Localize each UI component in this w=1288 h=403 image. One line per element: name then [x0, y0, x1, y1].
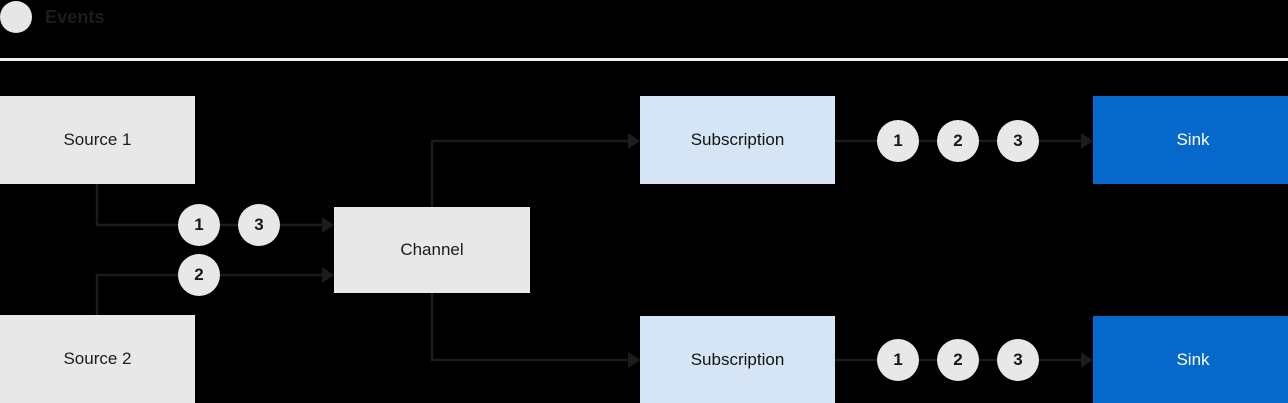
node-sink-1-label: Sink [1176, 130, 1210, 149]
legend: Events [0, 0, 400, 34]
header-divider [0, 58, 1288, 61]
event-token[interactable]: 2 [178, 254, 220, 296]
node-source-2[interactable]: Source 2 [0, 315, 195, 403]
event-token[interactable]: 1 [877, 120, 919, 162]
event-token[interactable]: 3 [997, 339, 1039, 381]
node-sink-1[interactable]: Sink [1093, 96, 1288, 184]
event-token[interactable]: 1 [178, 204, 220, 246]
arrowhead-source1-channel [322, 217, 334, 233]
node-subscription-1[interactable]: Subscription [640, 96, 835, 184]
node-source-1[interactable]: Source 1 [0, 96, 195, 184]
arrowhead-source2-channel [322, 267, 334, 283]
arrowhead-channel-subscription1 [628, 133, 640, 149]
node-source-2-label: Source 2 [63, 349, 132, 368]
event-dot-icon [0, 1, 32, 33]
event-token[interactable]: 3 [238, 204, 280, 246]
node-subscription-2-label: Subscription [690, 349, 785, 369]
node-channel[interactable]: Channel [334, 207, 530, 293]
arrowhead-subscription1-sink1 [1081, 133, 1093, 149]
arrowhead-channel-subscription2 [628, 352, 640, 368]
node-source-1-label: Source 1 [63, 130, 132, 149]
event-token[interactable]: 1 [877, 339, 919, 381]
node-subscription-2[interactable]: Subscription [640, 316, 835, 403]
event-token[interactable]: 2 [937, 120, 979, 162]
wire-channel-to-subscription2 [430, 293, 628, 362]
event-token[interactable]: 2 [937, 339, 979, 381]
wire-channel-to-subscription1 [430, 139, 628, 207]
node-subscription-1-label: Subscription [690, 130, 785, 149]
node-sink-2[interactable]: Sink [1093, 316, 1288, 403]
legend-label: Events [45, 7, 105, 27]
node-channel-label: Channel [400, 240, 464, 259]
event-token[interactable]: 3 [997, 120, 1039, 162]
arrowhead-subscription2-sink2 [1081, 352, 1093, 368]
node-sink-2-label: Sink [1176, 349, 1210, 369]
